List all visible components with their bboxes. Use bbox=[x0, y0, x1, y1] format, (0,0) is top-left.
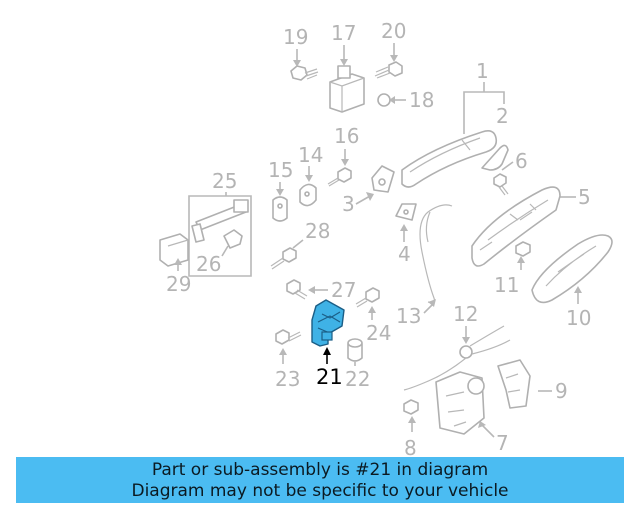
label-27: 27 bbox=[331, 278, 356, 302]
label-19: 19 bbox=[283, 25, 308, 49]
part-5-handle-frame bbox=[471, 186, 561, 267]
label-13: 13 bbox=[396, 304, 421, 328]
label-25: 25 bbox=[212, 169, 237, 193]
part-2-handle-cap bbox=[481, 144, 509, 171]
parts-diagram: 19 17 20 18 1 2 6 16 bbox=[159, 19, 613, 456]
label-8: 8 bbox=[404, 436, 417, 456]
label-4: 4 bbox=[398, 242, 411, 266]
part-23-bolt bbox=[275, 329, 302, 345]
info-banner: Part or sub-assembly is #21 in diagram D… bbox=[16, 457, 624, 503]
part-27-bolt bbox=[286, 279, 308, 300]
label-1: 1 bbox=[476, 59, 489, 83]
part-20-bolt bbox=[374, 61, 403, 79]
part-1-outer-handle bbox=[401, 130, 498, 188]
label-17: 17 bbox=[331, 21, 356, 45]
label-26: 26 bbox=[196, 252, 221, 276]
label-9: 9 bbox=[555, 379, 568, 403]
part-19-bolt bbox=[290, 65, 319, 81]
part-17-bracket bbox=[329, 65, 365, 113]
label-22: 22 bbox=[345, 367, 370, 391]
label-10: 10 bbox=[566, 306, 591, 330]
label-2: 2 bbox=[496, 104, 509, 128]
part-8-bolt bbox=[403, 399, 419, 415]
part-3-lock-cylinder bbox=[371, 165, 395, 193]
part-14-plate bbox=[299, 183, 317, 207]
part-9-bracket bbox=[497, 359, 531, 409]
part-15-plate bbox=[272, 196, 288, 222]
label-12: 12 bbox=[453, 302, 478, 326]
part-12-cable bbox=[403, 325, 511, 391]
part-18-clip bbox=[377, 93, 391, 107]
label-21: 21 bbox=[316, 365, 343, 389]
part-21-striker-highlighted bbox=[311, 299, 345, 347]
part-4-key-cylinder bbox=[395, 203, 417, 221]
part-22-bushing bbox=[347, 338, 363, 362]
part-11-bolt bbox=[515, 241, 531, 257]
label-7: 7 bbox=[496, 431, 509, 455]
label-16: 16 bbox=[334, 124, 359, 148]
part-16-bolt bbox=[327, 167, 352, 187]
part-28-bolt bbox=[270, 247, 297, 270]
label-11: 11 bbox=[494, 273, 519, 297]
part-24-bolt bbox=[355, 287, 380, 308]
banner-line-1: Part or sub-assembly is #21 in diagram bbox=[151, 460, 489, 480]
label-20: 20 bbox=[381, 19, 406, 43]
banner-line-2: Diagram may not be specific to your vehi… bbox=[131, 481, 509, 501]
label-24: 24 bbox=[366, 321, 391, 345]
part-13-cable bbox=[419, 204, 453, 304]
part-7-latch bbox=[435, 371, 485, 435]
part-25-door-check bbox=[191, 199, 249, 243]
label-14: 14 bbox=[298, 143, 323, 167]
label-6: 6 bbox=[515, 149, 528, 173]
part-6-bolt bbox=[493, 173, 509, 196]
label-28: 28 bbox=[305, 219, 330, 243]
label-3: 3 bbox=[342, 192, 355, 216]
part-26-pad bbox=[223, 229, 243, 249]
label-23: 23 bbox=[275, 367, 300, 391]
label-29: 29 bbox=[166, 272, 191, 296]
part-29-stopper bbox=[159, 233, 189, 267]
label-18: 18 bbox=[409, 88, 434, 112]
part-10-inner-handle bbox=[531, 234, 613, 304]
label-15: 15 bbox=[268, 158, 293, 182]
label-5: 5 bbox=[578, 185, 591, 209]
